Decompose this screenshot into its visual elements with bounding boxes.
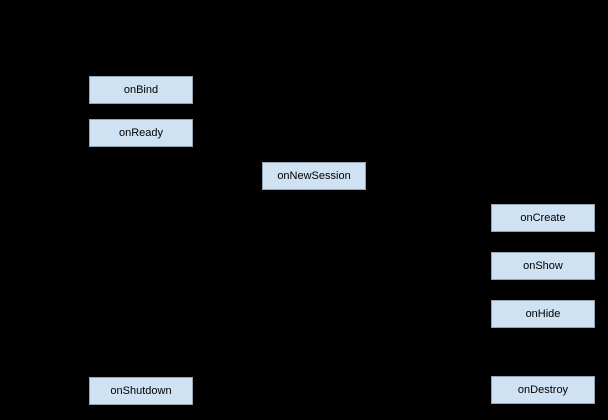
- node-onshutdown: onShutdown: [89, 377, 193, 405]
- node-onready: onReady: [89, 119, 193, 147]
- node-onshutdown-label: onShutdown: [110, 384, 172, 397]
- node-onhide-label: onHide: [525, 307, 561, 320]
- node-oncreate: onCreate: [491, 204, 595, 232]
- node-ondestroy-label: onDestroy: [517, 383, 569, 396]
- node-onbind: onBind: [89, 76, 193, 104]
- node-onnewsession: onNewSession: [262, 162, 366, 190]
- node-onshow-label: onShow: [523, 259, 563, 272]
- node-onshow: onShow: [491, 252, 595, 280]
- node-onready-label: onReady: [118, 126, 164, 139]
- node-onbind-label: onBind: [123, 83, 159, 96]
- node-onnewsession-label: onNewSession: [277, 169, 351, 182]
- node-oncreate-label: onCreate: [520, 211, 566, 224]
- node-ondestroy: onDestroy: [491, 376, 595, 404]
- node-onhide: onHide: [491, 300, 595, 328]
